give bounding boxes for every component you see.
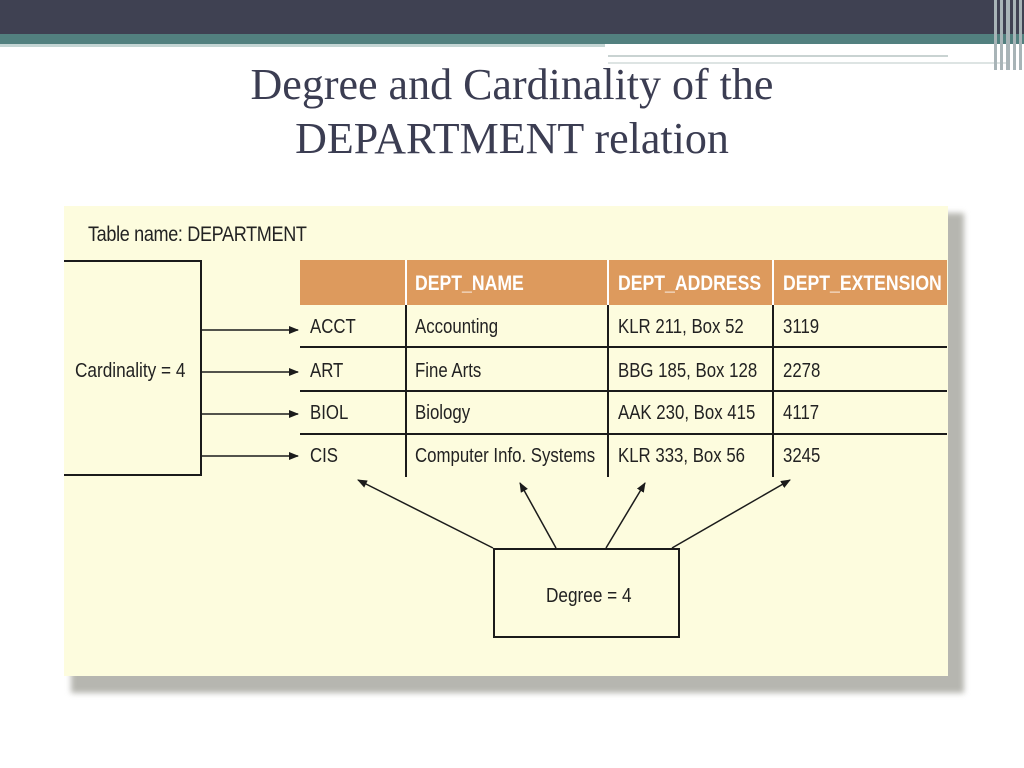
table-name-caption: Table name: DEPARTMENT (88, 223, 307, 246)
row-divider (300, 390, 947, 392)
header-accent-line (608, 55, 948, 57)
degree-arrow (605, 482, 646, 549)
slide-title: Degree and Cardinality of the DEPARTMENT… (0, 58, 1024, 166)
cell-dept-code: ART (310, 360, 344, 382)
cell-dept-name: Fine Arts (415, 360, 482, 382)
row-divider (300, 433, 947, 435)
cell-dept-extension: 4117 (783, 402, 820, 424)
table-header-row (300, 260, 947, 305)
header-corner-stripes (992, 0, 1024, 70)
header-column-divider (607, 260, 609, 305)
cell-dept-address: BBG 185, Box 128 (618, 360, 758, 382)
column-header-dept-name: DEPT_NAME (415, 272, 524, 295)
header-column-divider (405, 260, 407, 305)
row-divider (300, 346, 947, 348)
cell-dept-address: KLR 211, Box 52 (618, 316, 744, 338)
header-teal-bar (0, 34, 1024, 44)
header-accent-line (608, 62, 1008, 64)
cell-dept-code: BIOL (310, 402, 349, 424)
column-header-dept-extension: DEPT_EXTENSION (783, 272, 942, 295)
cell-dept-name: Accounting (415, 316, 499, 338)
header-column-divider (772, 260, 774, 305)
cardinality-box (64, 260, 202, 476)
degree-arrow (671, 479, 791, 549)
cell-dept-address: KLR 333, Box 56 (618, 445, 746, 467)
cardinality-label: Cardinality = 4 (75, 360, 186, 382)
cell-dept-name: Computer Info. Systems (415, 445, 596, 467)
slide-title-line-2: DEPARTMENT relation (295, 114, 729, 163)
cell-dept-name: Biology (415, 402, 471, 424)
degree-label: Degree = 4 (545, 585, 632, 607)
cell-dept-extension: 3245 (783, 445, 821, 467)
cell-dept-code: CIS (310, 445, 339, 467)
header-dark-bar (0, 0, 1024, 34)
cell-dept-extension: 2278 (783, 360, 821, 382)
header-accent-line (0, 44, 605, 47)
slide-title-line-1: Degree and Cardinality of the (250, 60, 774, 109)
column-header-dept-address: DEPT_ADDRESS (618, 272, 762, 295)
degree-arrow (519, 482, 557, 549)
degree-arrow (357, 479, 494, 549)
cell-dept-address: AAK 230, Box 415 (618, 402, 756, 424)
cell-dept-extension: 3119 (783, 316, 820, 338)
cell-dept-code: ACCT (310, 316, 356, 338)
degree-box: Degree = 4 (493, 548, 680, 638)
